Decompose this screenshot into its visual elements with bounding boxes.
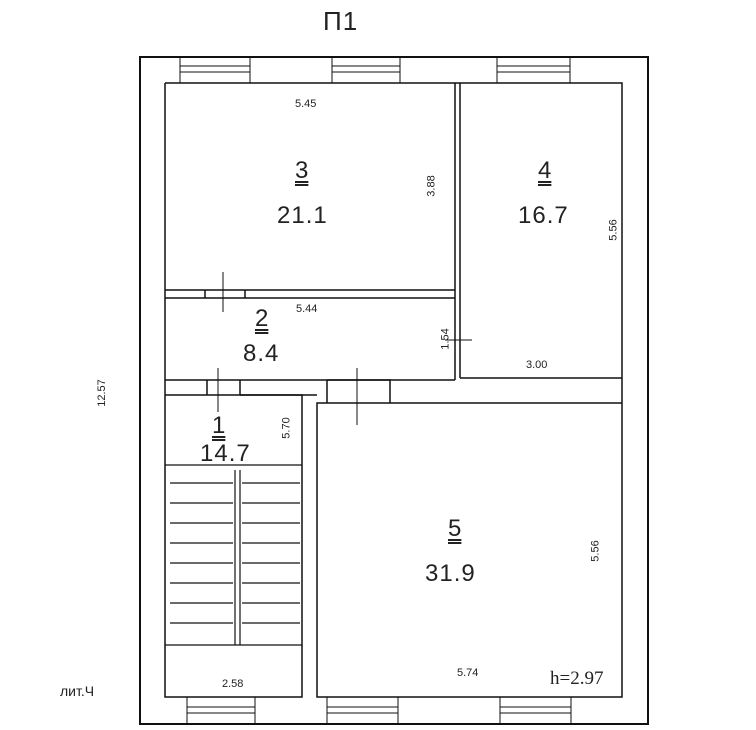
outer-wall — [139, 56, 649, 725]
plan-title: П1 — [323, 6, 359, 36]
room-4-depth: 5.56 — [607, 219, 620, 241]
room-3-width: 5.45 — [295, 98, 317, 110]
room-4-number: 4 — [538, 157, 552, 184]
room-5-area: 31.9 — [425, 560, 476, 587]
room-4-width: 3.00 — [526, 359, 548, 371]
room-5-depth: 5.56 — [589, 540, 602, 562]
room-3-depth: 3.88 — [425, 175, 438, 197]
windows — [179, 56, 572, 725]
room-1-number: 1 — [212, 412, 226, 439]
inner-walls — [164, 82, 623, 698]
ceiling-height: h=2.97 — [550, 668, 604, 689]
room-3-area: 21.1 — [277, 202, 328, 229]
room-2-number: 2 — [255, 305, 269, 332]
building-label: лит.Ч — [60, 683, 95, 699]
room-3-number: 3 — [295, 157, 309, 184]
room-5-number: 5 — [448, 515, 462, 542]
staircase — [165, 464, 302, 646]
room-2-depth: 1.54 — [439, 328, 452, 350]
room-2-area: 8.4 — [243, 340, 280, 367]
room-5-width: 5.74 — [457, 667, 479, 679]
door-marks — [217, 272, 472, 425]
room-2-width: 5.44 — [296, 303, 318, 315]
room-1-width: 2.58 — [222, 678, 244, 690]
overall-dimension: 12.57 — [95, 379, 108, 407]
room-1-depth: 5.70 — [280, 417, 293, 439]
room-1-area: 14.7 — [200, 440, 251, 467]
room-4-area: 16.7 — [518, 202, 569, 229]
